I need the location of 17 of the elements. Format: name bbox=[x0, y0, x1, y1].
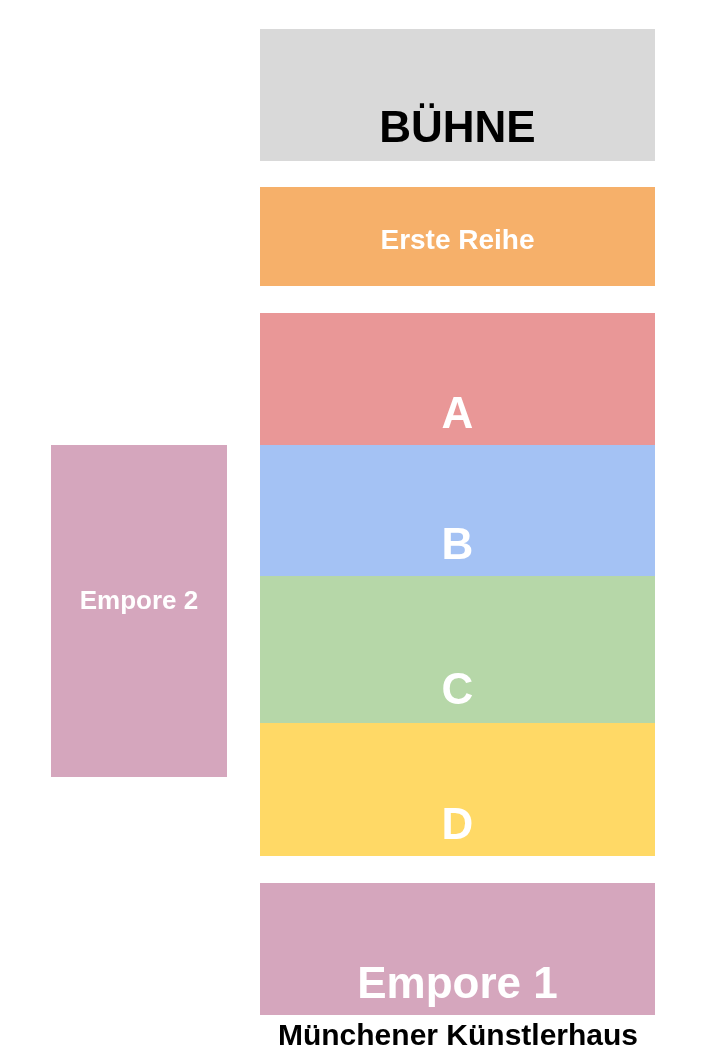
section-label: Empore 2 bbox=[79, 586, 199, 615]
section-label: Empore 1 bbox=[357, 958, 558, 1007]
section-label: B bbox=[441, 519, 474, 568]
seating-block bbox=[260, 445, 655, 576]
seating-block bbox=[260, 576, 655, 723]
seating-block bbox=[260, 883, 655, 1015]
section-label: C bbox=[441, 664, 474, 713]
seating-block bbox=[260, 313, 655, 445]
seating-block bbox=[260, 187, 655, 286]
seating-block bbox=[51, 445, 227, 777]
venue-caption: Münchener Künstlerhaus bbox=[276, 1018, 640, 1052]
section-label: Erste Reihe bbox=[380, 225, 535, 256]
section-label: A bbox=[441, 388, 474, 437]
section-label: D bbox=[441, 799, 474, 848]
stage-block bbox=[260, 29, 655, 161]
section-label: BÜHNE bbox=[379, 102, 536, 151]
seating-block bbox=[260, 723, 655, 856]
